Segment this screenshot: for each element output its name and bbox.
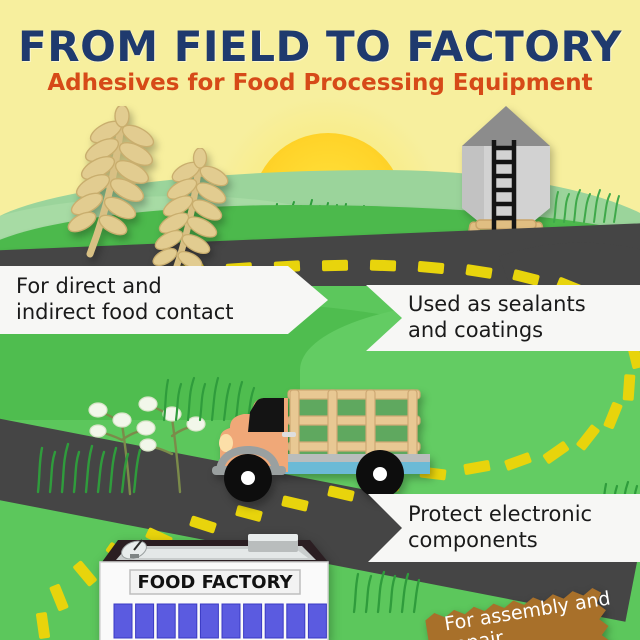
factory-window [156, 603, 176, 639]
page-title: FROM FIELD TO FACTORY [18, 22, 622, 71]
callout-sealants[interactable]: Used as sealants and coatings [366, 285, 640, 351]
wheat-stalk-icon [67, 106, 155, 258]
factory-window [264, 603, 284, 639]
delivery-truck-icon [212, 389, 430, 502]
grass-tuft-icon [36, 442, 142, 494]
factory-window [178, 603, 198, 639]
callout-line-2: indirect food contact [16, 300, 234, 324]
factory-window [243, 603, 263, 639]
torn-label-shape [425, 588, 611, 640]
callout-line-2: and coatings [408, 318, 544, 342]
page-subtitle: Adhesives for Food Processing Equipment [47, 70, 593, 96]
grass-tuft-icon [162, 376, 256, 422]
factory-building-icon: FOOD FACTORY [99, 534, 329, 640]
callout-line-2: components [408, 528, 538, 552]
svg-text:FOOD FACTORY: FOOD FACTORY [138, 572, 294, 593]
callout-electronics[interactable]: Protect electronic components [368, 494, 640, 562]
callout-line-1: Used as sealants [408, 292, 586, 317]
factory-window [307, 603, 327, 639]
factory-window [286, 603, 306, 639]
road-dash [622, 374, 636, 401]
factory-window [135, 603, 155, 639]
callout-line-1: Protect electronic [408, 502, 593, 527]
grass-tuft-icon [553, 189, 620, 223]
factory-window [221, 603, 241, 639]
torn-label-line-1: For assembly [442, 594, 571, 636]
factory-window [113, 603, 133, 639]
road-dash [321, 259, 349, 272]
callout-direct-contact[interactable]: For direct and indirect food contact [0, 266, 328, 334]
grass-tuft-icon [352, 570, 421, 614]
factory-window [199, 603, 219, 639]
road-dash [369, 259, 397, 272]
road-dash [417, 260, 445, 275]
wheat-stalk-icon [152, 148, 229, 284]
callout-line-1: For direct and [16, 274, 162, 299]
